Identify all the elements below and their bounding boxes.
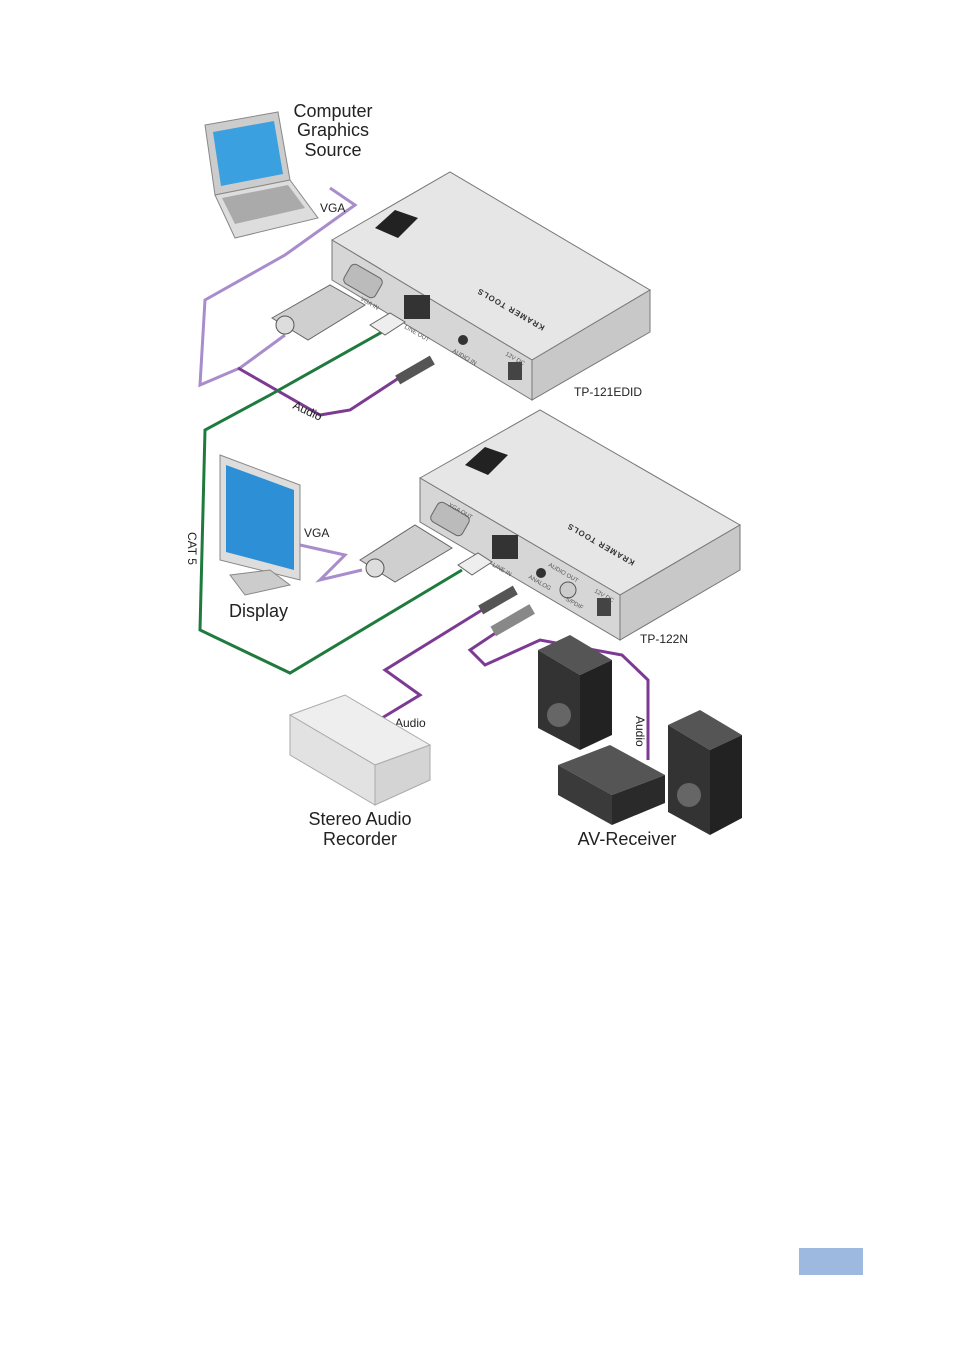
receiver-label: TP-122N (640, 632, 688, 646)
stereo-recorder-icon (288, 694, 432, 806)
vga-source-label: VGA (320, 201, 345, 215)
vga-connector-tx (271, 284, 366, 341)
display-monitor-icon (219, 454, 301, 596)
receiver-device (418, 409, 741, 641)
audio-cable-receiver (467, 628, 650, 760)
rj45-plug-tx (369, 312, 406, 336)
source-label-2: Graphics (297, 120, 369, 140)
audio-cable-recorder (381, 608, 483, 720)
audio-plug-tx (395, 355, 435, 385)
speaker-right-icon (668, 710, 742, 835)
page-number-box (799, 1248, 863, 1275)
transmitter-device (331, 171, 651, 401)
vga-connector-rx (359, 524, 453, 583)
recorder-label-1: Stereo Audio (308, 809, 411, 829)
recorder-label-2: Recorder (323, 829, 397, 849)
vga-display-label: VGA (304, 526, 329, 540)
rca-plug-rx (490, 604, 535, 637)
rj45-plug-rx (457, 552, 493, 576)
audio-recorder-label: Audio (395, 716, 426, 730)
audio-cable-source (237, 366, 409, 417)
av-receiver-label: AV-Receiver (578, 829, 677, 849)
audio-plug-rx (478, 585, 518, 615)
av-receiver-icon (558, 745, 665, 825)
source-label-1: Computer (293, 101, 372, 121)
vga-cable-display (299, 543, 363, 583)
display-label: Display (229, 601, 288, 621)
audio-receiver-label: Audio (633, 716, 647, 747)
cat5-cable (198, 330, 463, 675)
source-label-3: Source (304, 140, 361, 160)
transmitter-label: TP-121EDID (574, 385, 642, 399)
laptop-icon (204, 111, 319, 239)
speaker-left-icon (538, 635, 612, 750)
audio-source-label: Audio (291, 398, 325, 424)
cat5-label: CAT 5 (185, 532, 199, 565)
